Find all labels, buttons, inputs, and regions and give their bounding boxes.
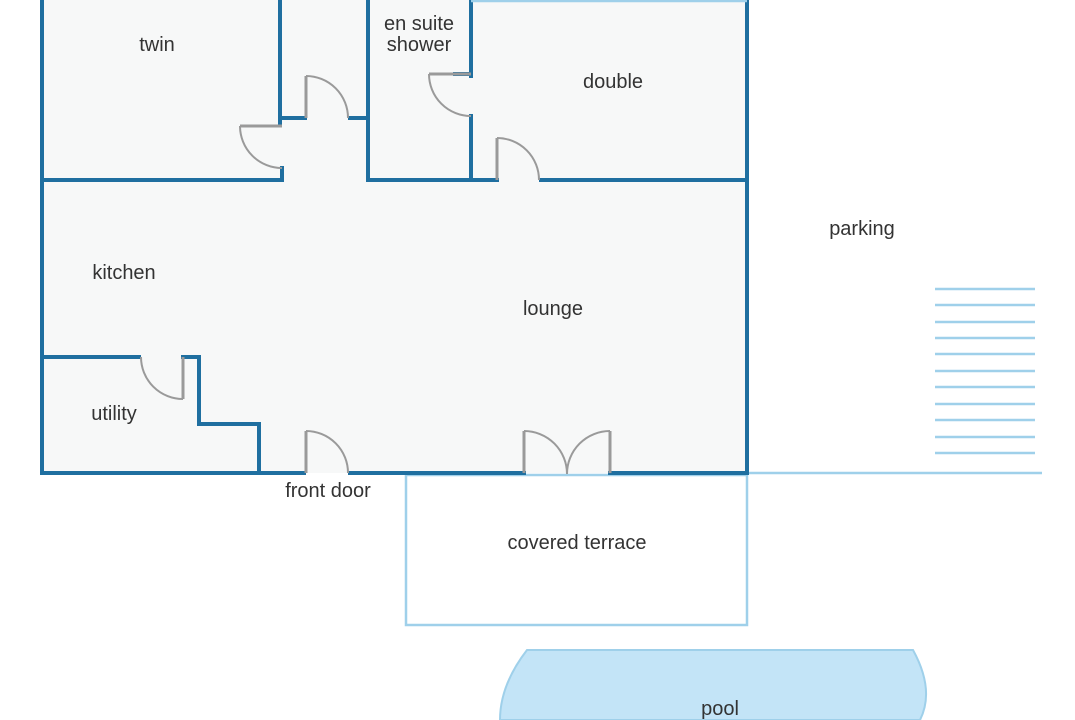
pool bbox=[498, 649, 928, 720]
room-label-en-suite: en suite bbox=[384, 13, 454, 35]
house-floor bbox=[42, 0, 747, 473]
label-pool: pool bbox=[701, 698, 739, 720]
room-label-utility: utility bbox=[91, 403, 137, 425]
room-label-lounge: lounge bbox=[523, 298, 583, 320]
covered-terrace-area bbox=[404, 473, 749, 627]
doors bbox=[140, 72, 612, 475]
parking-steps bbox=[935, 287, 1035, 455]
walls bbox=[40, 0, 749, 475]
room-label-kitchen: kitchen bbox=[92, 262, 155, 284]
label-covered-terrace: covered terrace bbox=[508, 532, 647, 554]
room-label-twin: twin bbox=[139, 34, 175, 56]
room-label-shower: shower bbox=[387, 34, 452, 56]
label-front-door: front door bbox=[285, 480, 371, 502]
label-parking: parking bbox=[829, 218, 895, 240]
room-label-double: double bbox=[583, 71, 643, 93]
